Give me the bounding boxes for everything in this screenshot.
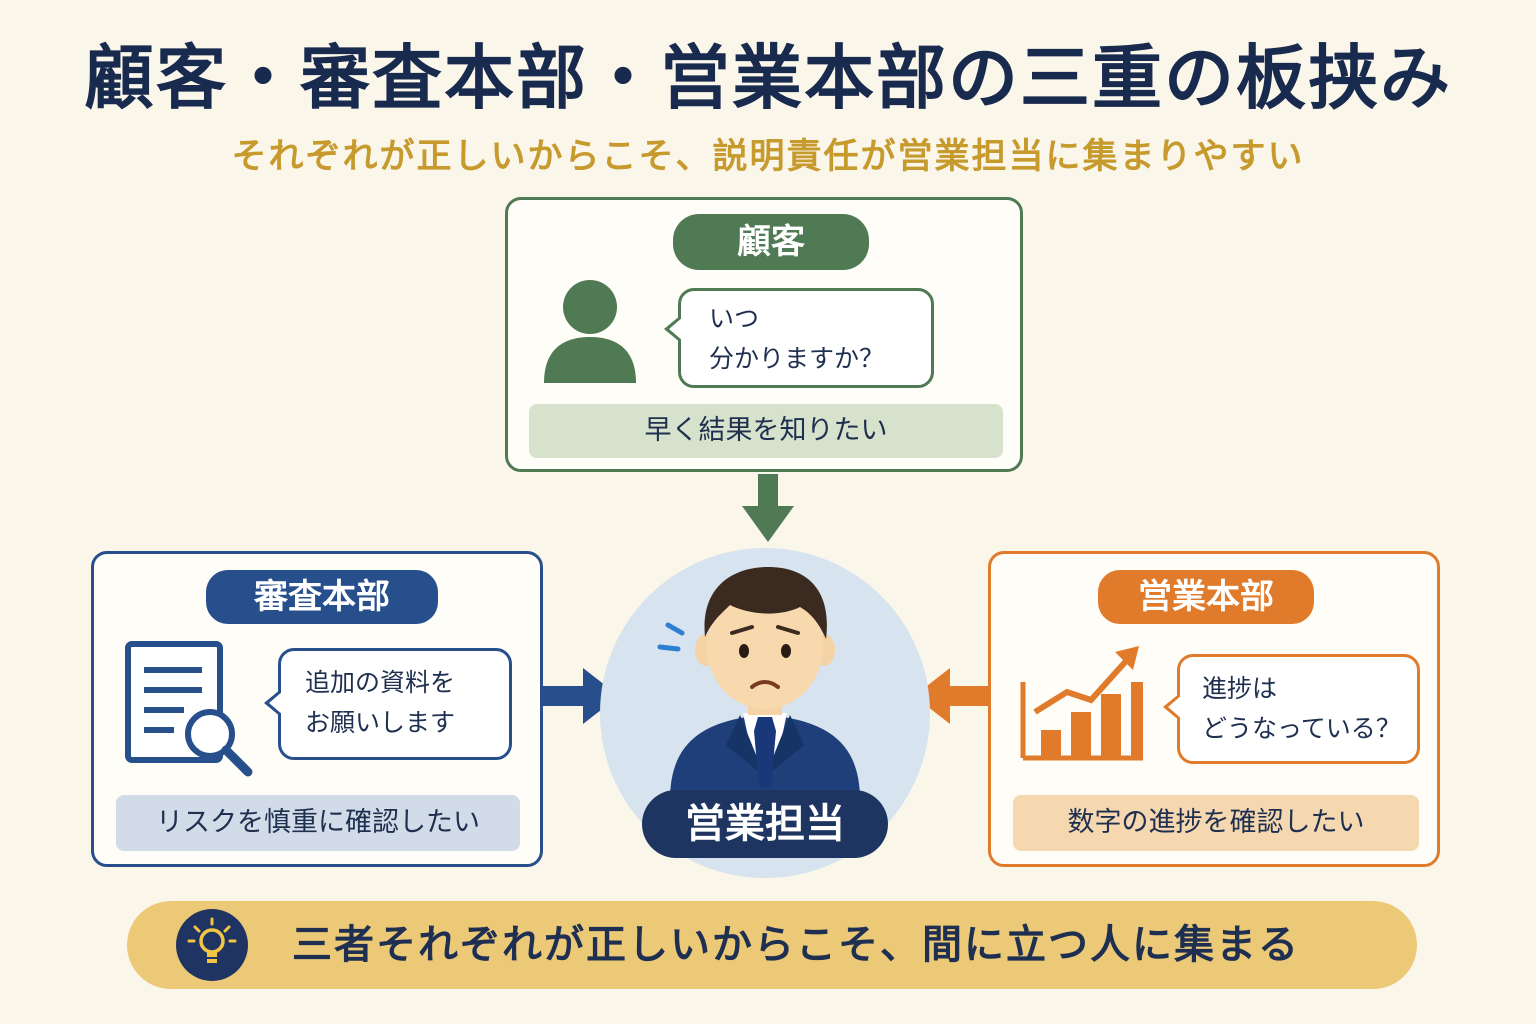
review-bubble-line-1: 追加の資料を — [305, 668, 456, 697]
customer-label: 顧客 — [673, 214, 869, 270]
sales-hq-label: 営業本部 — [1098, 570, 1314, 624]
lightbulb-icon — [187, 917, 237, 963]
customer-need: 早く結果を知りたい — [529, 404, 1003, 458]
customer-bubble-line-1: いつ — [709, 304, 760, 333]
person-icon — [544, 280, 636, 383]
sales-hq-panel: 営業本部 進捗は どうなっている？ 数字の進捗を確認したい — [988, 551, 1440, 867]
review-need: リスクを慎重に確認したい — [116, 795, 520, 851]
review-panel: 審査本部 追加の資料を お願いします リスクを慎重に確認したい — [91, 551, 543, 867]
review-label: 審査本部 — [206, 570, 438, 624]
footer-banner — [127, 901, 1417, 989]
sales-hq-speech-bubble: 進捗は どうなっている？ — [1163, 654, 1420, 764]
sales-hq-bubble-line-2: どうなっている？ — [1202, 714, 1401, 743]
footer-message: 三者それぞれが正しいからこそ、間に立つ人に集まる — [292, 922, 1300, 968]
page-subtitle: それぞれが正しいからこそ、説明責任が営業担当に集まりやすい — [231, 137, 1305, 177]
left-arrow-icon — [914, 668, 990, 724]
sales-hq-bubble-line-1: 進捗は — [1202, 674, 1278, 703]
document-search-icon — [125, 641, 253, 777]
growth-chart-icon — [1020, 646, 1143, 761]
down-arrow-icon — [742, 474, 794, 542]
review-speech-bubble: 追加の資料を お願いします — [264, 648, 512, 760]
sales-hq-need: 数字の進捗を確認したい — [1013, 795, 1419, 851]
customer-panel: 顧客 いつ 分かりますか？ 早く結果を知りたい — [505, 197, 1023, 472]
customer-bubble-line-2: 分かりますか？ — [709, 344, 885, 373]
worried-salesperson-icon — [657, 567, 860, 800]
page-title: 顧客・審査本部・営業本部の三重の板挟み — [84, 37, 1452, 119]
lightbulb-icon-badge — [176, 909, 248, 981]
center-label: 営業担当 — [642, 790, 888, 858]
customer-speech-bubble: いつ 分かりますか？ — [664, 288, 934, 388]
review-bubble-line-2: お願いします — [305, 708, 456, 737]
